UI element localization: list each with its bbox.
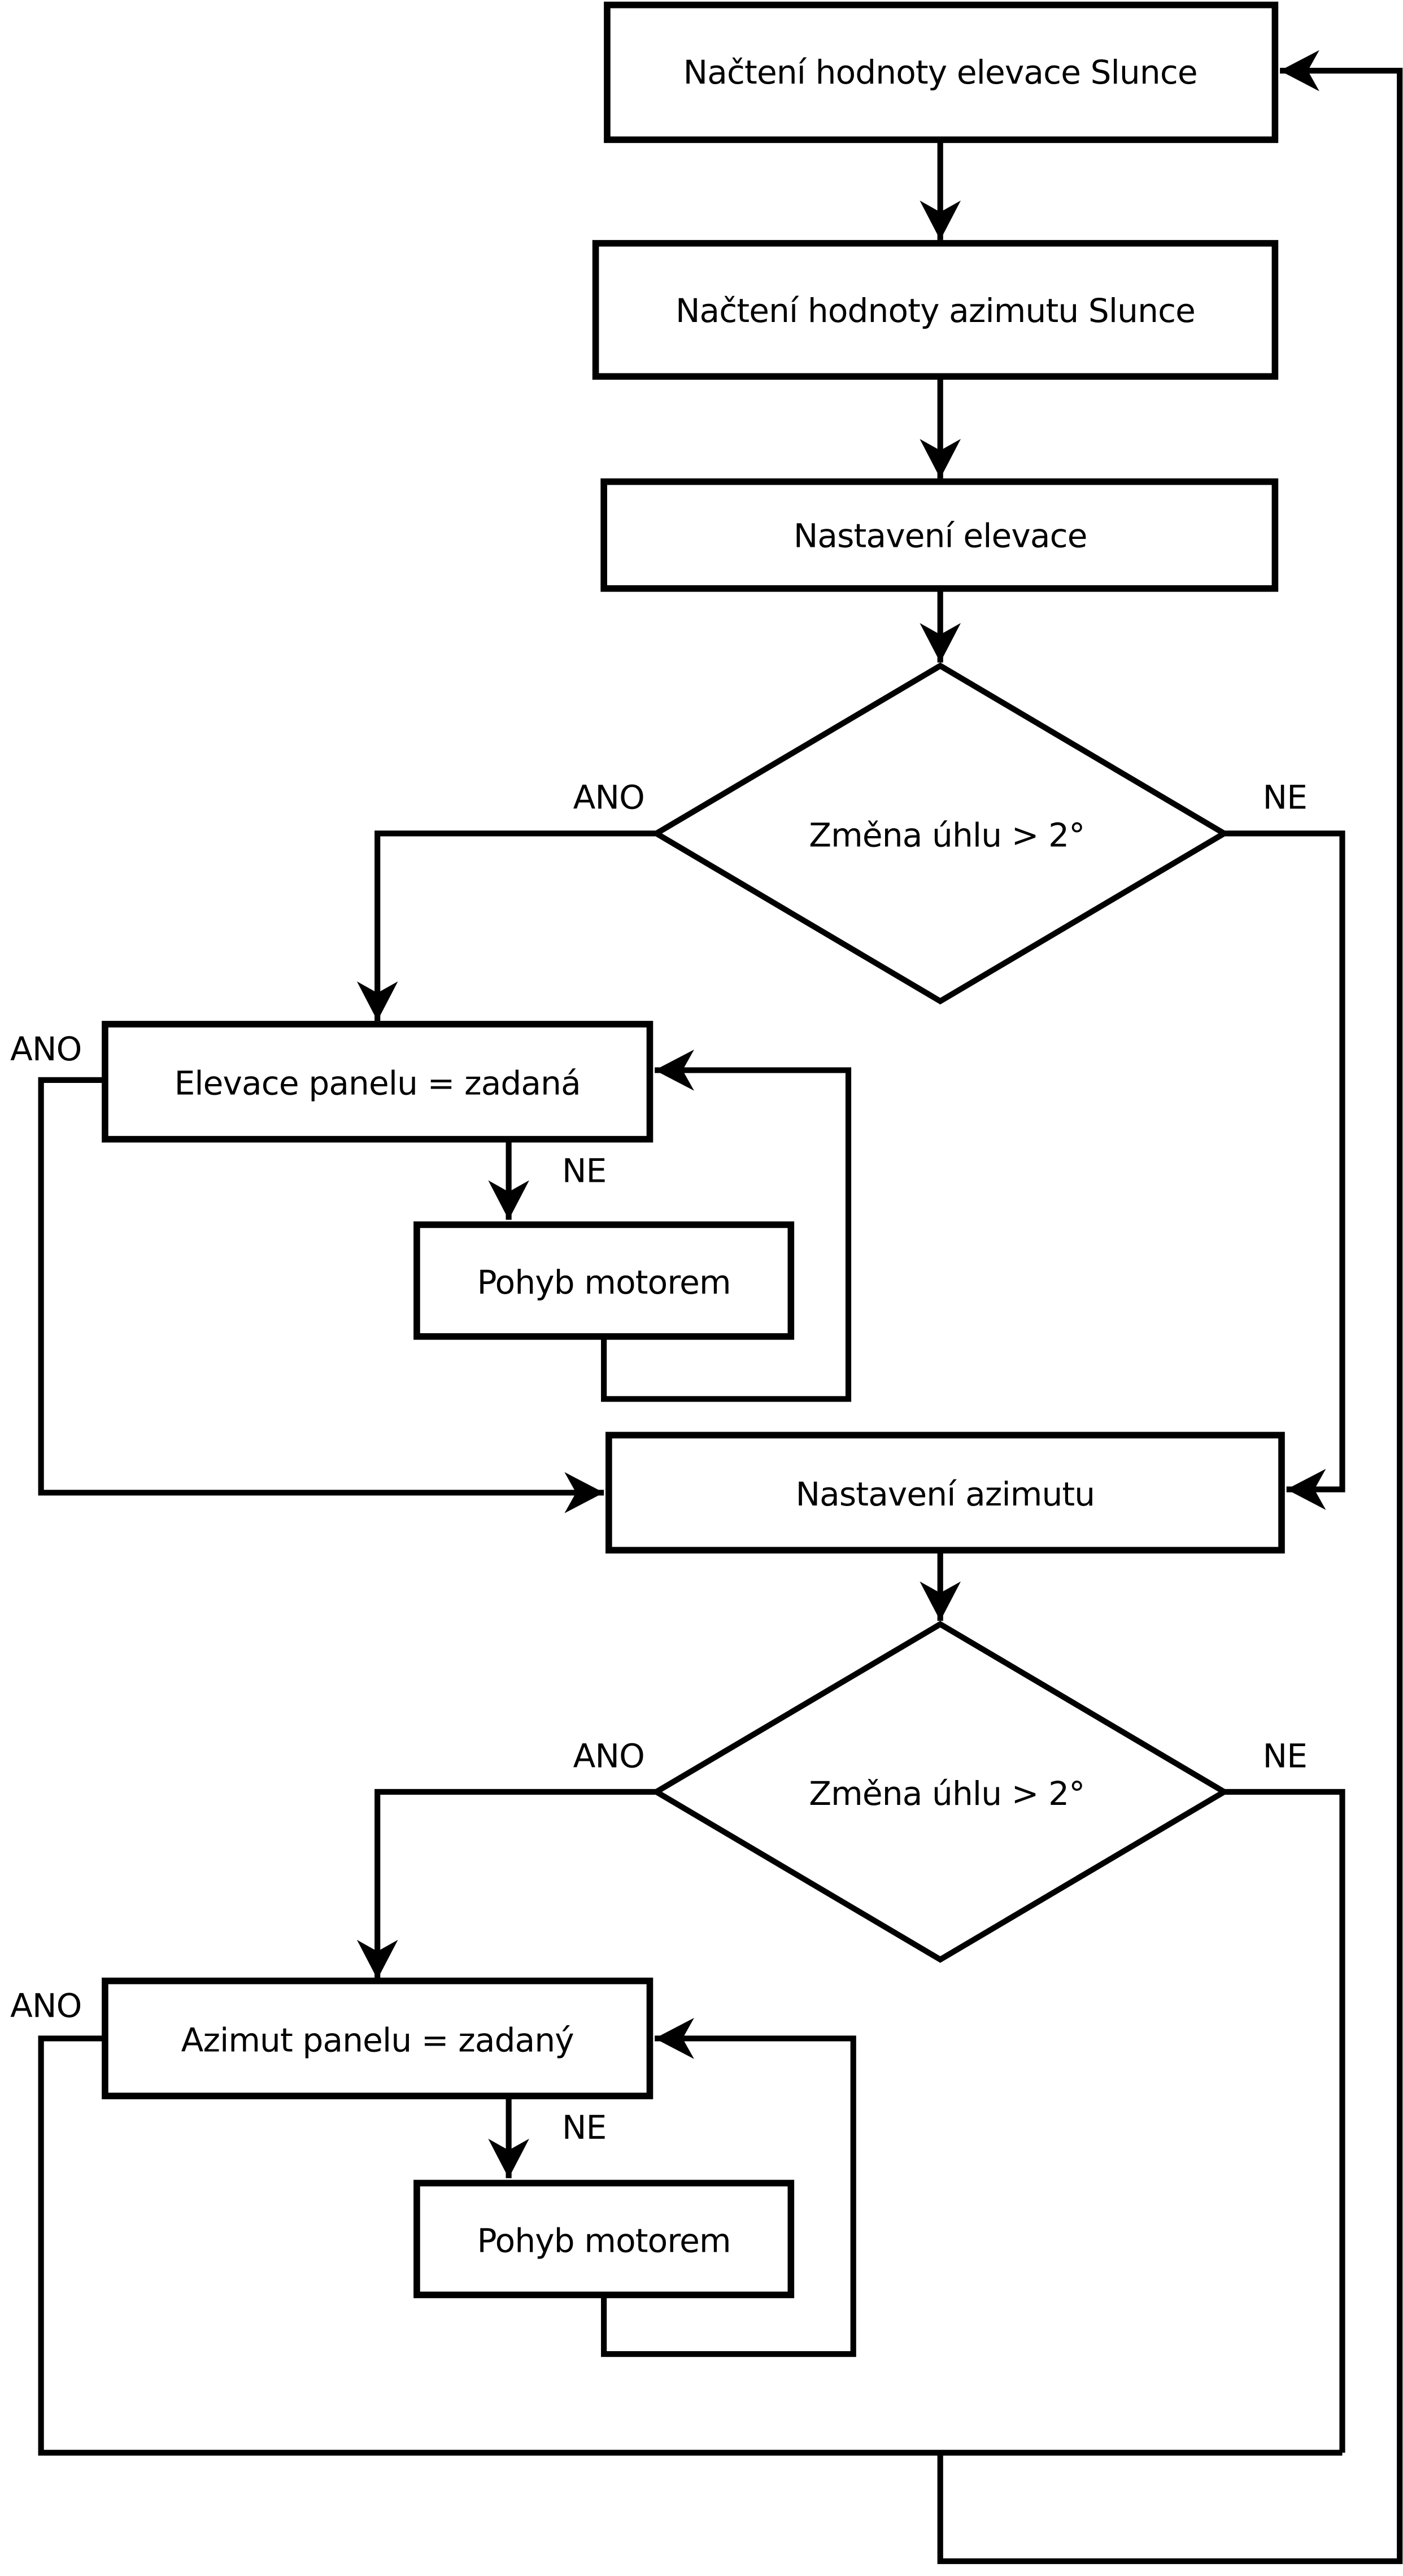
node-elevation-motor-box <box>413 1221 795 1340</box>
node-elevation-decision: Změna úhlu > 2° <box>651 662 1230 1005</box>
edge-azimuth-decision-no <box>1224 1789 1345 2453</box>
node-elevation-motor: Pohyb motorem <box>413 1221 795 1340</box>
label-azimuth-equal-yes: ANO <box>10 1987 81 2025</box>
label-azimuth-decision-no: NE <box>1263 1737 1307 1775</box>
edge-elevation-equal-yes <box>38 1077 604 1513</box>
node-read-elevation-box <box>604 1 1279 143</box>
node-set-elevation-label: Nastavení elevace <box>794 517 1087 555</box>
node-azimuth-decision: Změna úhlu > 2° <box>651 1621 1230 1963</box>
node-elevation-decision-label: Změna úhlu > 2° <box>809 816 1084 854</box>
node-elevation-equal: Elevace panelu = zadaná <box>102 1021 653 1143</box>
node-read-azimuth-box <box>592 240 1279 380</box>
edges <box>38 50 1403 2564</box>
node-set-azimuth-box <box>605 1431 1285 1554</box>
node-azimuth-equal-box <box>102 1977 653 2100</box>
node-azimuth-equal-label: Azimut panelu = zadaný <box>181 2021 574 2059</box>
edge-elevation-decision-no <box>1224 830 1345 1510</box>
node-read-elevation: Načtení hodnoty elevace Slunce <box>604 1 1279 143</box>
edge-labels: ANO NE ANO NE ANO NE ANO NE <box>10 778 1308 2147</box>
label-elevation-decision-no: NE <box>1263 778 1307 817</box>
node-elevation-equal-label: Elevace panelu = zadaná <box>175 1064 581 1103</box>
node-azimuth-decision-diamond <box>651 1621 1230 1963</box>
node-set-elevation-box <box>600 478 1279 592</box>
node-azimuth-motor-label: Pohyb motorem <box>477 2221 731 2260</box>
node-read-elevation-label: Načtení hodnoty elevace Slunce <box>683 53 1197 92</box>
edge-azimuth-decision-yes <box>356 1789 657 1979</box>
node-set-elevation: Nastavení elevace <box>600 478 1279 592</box>
edge-elevation-motor-loop <box>601 1050 852 1402</box>
edge-azimuth-equal-yes <box>38 2035 1343 2456</box>
label-elevation-equal-yes: ANO <box>10 1030 81 1068</box>
node-azimuth-equal: Azimut panelu = zadaný <box>102 1977 653 2100</box>
node-elevation-decision-diamond <box>651 662 1230 1005</box>
node-set-azimuth: Nastavení azimutu <box>605 1431 1285 1554</box>
label-azimuth-equal-no: NE <box>562 2108 606 2147</box>
node-azimuth-motor-box <box>413 2179 795 2299</box>
edge-main-loop-back <box>937 50 1403 2564</box>
node-read-azimuth: Načtení hodnoty azimutu Slunce <box>592 240 1279 380</box>
node-elevation-equal-box <box>102 1021 653 1143</box>
edge-elevation-decision-yes <box>356 830 657 1021</box>
label-azimuth-decision-yes: ANO <box>573 1737 644 1775</box>
label-elevation-equal-no: NE <box>562 1151 606 1190</box>
node-set-azimuth-label: Nastavení azimutu <box>796 1475 1095 1513</box>
edge-azimuth-motor-loop <box>601 2018 856 2357</box>
node-elevation-motor-label: Pohyb motorem <box>477 1263 731 1302</box>
label-elevation-decision-yes: ANO <box>573 778 644 817</box>
node-read-azimuth-label: Načtení hodnoty azimutu Slunce <box>676 291 1195 330</box>
node-azimuth-motor: Pohyb motorem <box>413 2179 795 2299</box>
node-azimuth-decision-label: Změna úhlu > 2° <box>809 1774 1084 1813</box>
